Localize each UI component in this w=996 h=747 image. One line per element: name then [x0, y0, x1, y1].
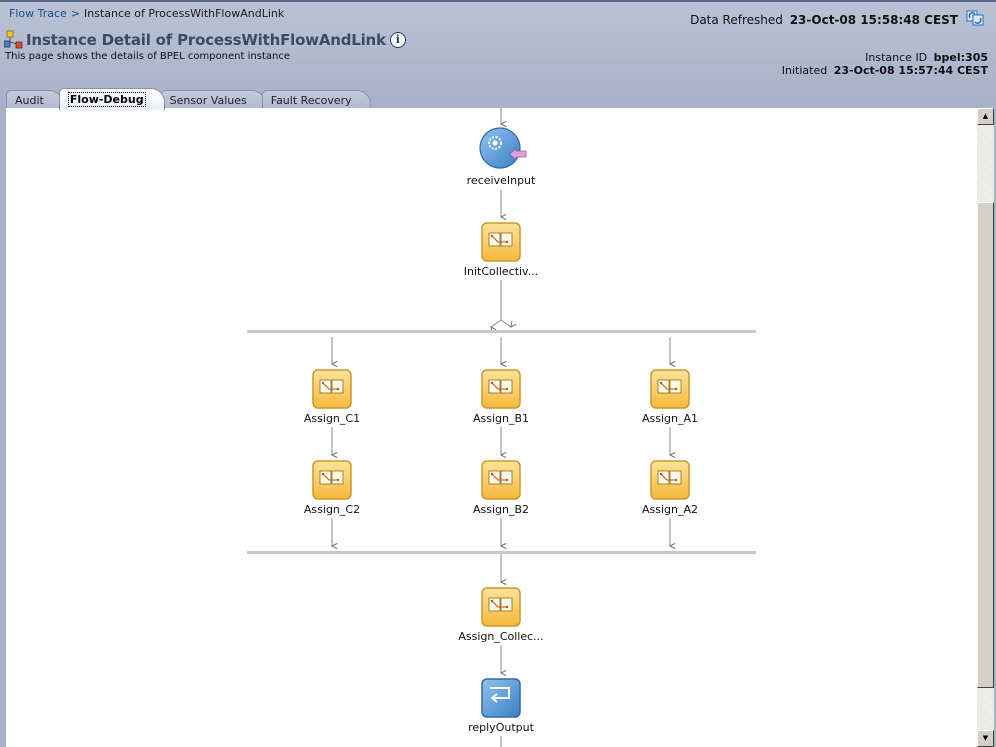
activity-init-collective[interactable]: InitCollectiv... [464, 222, 538, 278]
activity-assign-b2[interactable]: Assign_B2 [473, 460, 529, 516]
page-title: Instance Detail of ProcessWithFlowAndLin… [26, 30, 386, 49]
initiated-row: Initiated 23-Oct-08 15:57:44 CEST [782, 64, 988, 77]
activity-label: InitCollectiv... [464, 265, 538, 278]
activity-label: Assign_A1 [642, 412, 698, 425]
flow-split-bar [247, 330, 756, 333]
tab-audit[interactable]: Audit [6, 90, 63, 110]
bpel-flow-diagram: receiveInput InitCollectiv... Assign_C1 … [247, 108, 756, 747]
breadcrumb-flow-trace-link[interactable]: Flow Trace [9, 7, 67, 20]
instance-id-value: bpel:305 [933, 51, 988, 64]
assign-icon [650, 369, 690, 409]
activity-label: Assign_C2 [304, 503, 360, 516]
scroll-up-button[interactable]: ▲ [977, 108, 994, 125]
activity-assign-a1[interactable]: Assign_A1 [642, 369, 698, 425]
flow-join-bar [247, 551, 756, 554]
breadcrumb-separator: > [70, 7, 81, 20]
activity-assign-c1[interactable]: Assign_C1 [304, 369, 360, 425]
activity-label: Assign_A2 [642, 503, 698, 516]
instance-id-row: Instance ID bpel:305 [782, 51, 988, 64]
activity-reply-output[interactable]: replyOutput [468, 678, 535, 734]
data-refreshed-value: 23-Oct-08 15:58:48 CEST [789, 13, 958, 27]
assign-icon [481, 369, 521, 409]
instance-id-label: Instance ID [865, 51, 928, 64]
page-header: Flow Trace>Instance of ProcessWithFlowAn… [0, 0, 996, 110]
assign-icon [481, 587, 521, 627]
activity-assign-b1[interactable]: Assign_B1 [473, 369, 529, 425]
scroll-thumb[interactable] [977, 202, 994, 688]
tab-sensor-values[interactable]: Sensor Values [160, 90, 266, 110]
assign-icon [481, 460, 521, 500]
data-refreshed-label: Data Refreshed [690, 13, 783, 27]
activity-assign-c2[interactable]: Assign_C2 [304, 460, 360, 516]
activity-label: Assign_Collec... [458, 630, 543, 643]
process-hierarchy-icon [4, 30, 23, 49]
breadcrumb: Flow Trace>Instance of ProcessWithFlowAn… [9, 7, 284, 20]
info-icon[interactable]: i [389, 31, 406, 48]
initiated-value: 23-Oct-08 15:57:44 CEST [833, 64, 988, 77]
vertical-scrollbar[interactable]: ▲ ▼ [977, 108, 994, 747]
activity-assign-collec[interactable]: Assign_Collec... [458, 587, 544, 643]
activity-label: receiveInput [467, 174, 536, 187]
assign-icon [312, 460, 352, 500]
tab-bar: Audit Flow-Debug Sensor Values Fault Rec… [6, 88, 371, 110]
flow-debug-panel: receiveInput InitCollectiv... Assign_C1 … [6, 108, 994, 747]
assign-icon [481, 222, 521, 262]
assign-icon [312, 369, 352, 409]
activity-label: Assign_C1 [304, 412, 360, 425]
tab-fault-recovery[interactable]: Fault Recovery [261, 90, 371, 110]
activity-receive-input[interactable]: receiveInput [467, 127, 536, 187]
breadcrumb-current: Instance of ProcessWithFlowAndLink [84, 7, 285, 20]
activity-label: replyOutput [468, 721, 534, 734]
refresh-icon[interactable] [966, 10, 984, 26]
title-row: Instance Detail of ProcessWithFlowAndLin… [4, 30, 406, 49]
scroll-down-button[interactable]: ▼ [977, 730, 994, 747]
instance-meta: Instance ID bpel:305 Initiated 23-Oct-08… [782, 51, 988, 77]
initiated-label: Initiated [781, 64, 828, 77]
receive-icon [479, 127, 521, 169]
assign-icon [650, 460, 690, 500]
tab-flow-debug[interactable]: Flow-Debug [58, 88, 165, 110]
activity-assign-a2[interactable]: Assign_A2 [642, 460, 698, 516]
activity-label: Assign_B1 [473, 412, 529, 425]
data-refreshed: Data Refreshed 23-Oct-08 15:58:48 CEST [690, 13, 958, 27]
activity-label: Assign_B2 [473, 503, 529, 516]
connectors [332, 108, 670, 747]
page-subtitle: This page shows the details of BPEL comp… [5, 51, 290, 62]
